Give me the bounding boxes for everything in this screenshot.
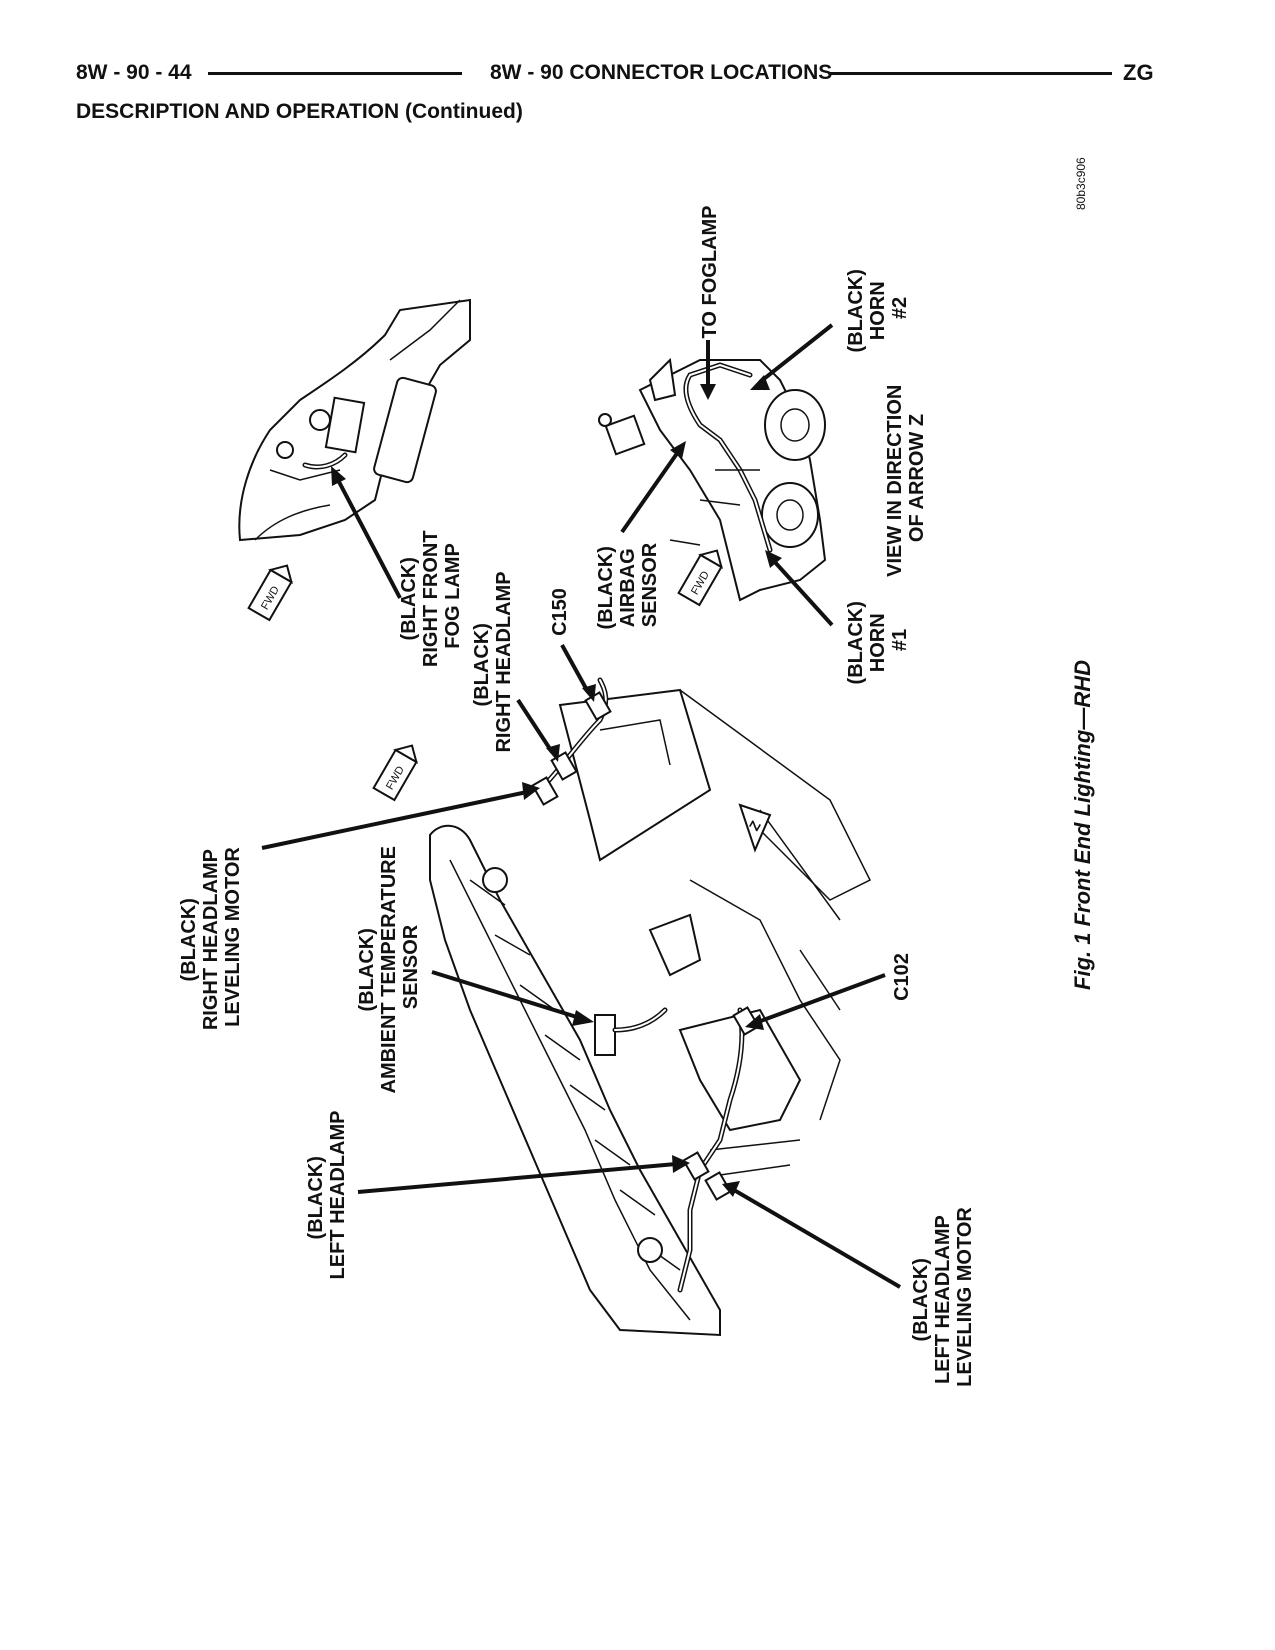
leader-left-headlamp-leveling: [732, 1188, 902, 1289]
leader-airbag: [620, 450, 680, 534]
leader-c102: [757, 973, 886, 1024]
label-line: #1: [889, 629, 911, 651]
leader-c150: [560, 644, 590, 693]
front-fascia-assembly: [429, 824, 721, 1337]
header-rule-left: [208, 72, 462, 75]
label-line: RIGHT HEADLAMP: [493, 571, 515, 752]
label-view-in-direction: VIEW IN DIRECTION OF ARROW Z: [884, 379, 928, 577]
label-line: FOG LAMP: [442, 543, 464, 649]
label-c102: C102: [891, 953, 913, 1001]
connector-left-headlamp-leveling: [704, 1171, 732, 1201]
main-harness-inner: [539, 679, 607, 791]
label-line: RIGHT HEADLAMP: [200, 849, 222, 1030]
label-line: #2: [889, 297, 911, 319]
arrowhead: [582, 684, 596, 702]
connector-right-headlamp-leveling: [531, 776, 559, 806]
label-line: RIGHT FRONT: [420, 530, 442, 667]
label-line: LEVELING MOTOR: [954, 1207, 976, 1387]
label-line: LEVELING MOTOR: [222, 847, 244, 1027]
arrowhead: [672, 1155, 690, 1173]
leader-ambient-temp: [431, 970, 581, 1020]
leader-horn-2: [758, 323, 834, 384]
label-line: (BLACK): [595, 546, 617, 629]
horn-detail: [598, 357, 827, 602]
arrowhead: [750, 375, 770, 390]
label-line: (BLACK): [356, 928, 378, 1011]
label-line: (BLACK): [305, 1156, 327, 1239]
label-ambient-temperature-sensor: (BLACK) AMBIENT TEMPERATURE SENSOR: [356, 841, 422, 1094]
fog-lamp-housing: [373, 376, 437, 484]
label-line: (BLACK): [845, 601, 867, 684]
leader-fog-lamp: [335, 477, 402, 599]
arrowhead: [572, 1010, 594, 1026]
label-line: HORN: [867, 613, 889, 672]
label-to-foglamp: TO FOGLAMP: [699, 206, 721, 339]
header-rule-right: [830, 72, 1112, 75]
arrowhead: [522, 782, 540, 800]
label-line: (BLACK): [845, 269, 867, 352]
label-line: LEFT HEADLAMP: [932, 1216, 954, 1385]
ambient-sensor-body: [594, 1014, 616, 1056]
leader-left-headlamp: [357, 1162, 677, 1194]
label-line: HORN: [867, 281, 889, 340]
label-line: OF ARROW Z: [906, 414, 928, 542]
arrow-z: Z: [738, 803, 772, 853]
arrowhead: [546, 744, 560, 762]
figure-caption: Fig. 1 Front End Lighting—RHD: [1070, 660, 1095, 990]
section-heading: DESCRIPTION AND OPERATION (Continued): [76, 100, 523, 123]
connector-left-headlamp: [682, 1151, 710, 1181]
label-line: AMBIENT TEMPERATURE: [378, 846, 400, 1093]
arrowhead: [670, 441, 686, 459]
label-line: VIEW IN DIRECTION: [884, 385, 906, 577]
leader-horn-1: [771, 558, 834, 627]
arrowhead: [331, 466, 346, 486]
label-airbag-sensor: (BLACK) AIRBAG SENSOR: [595, 541, 661, 630]
label-line: (BLACK): [471, 623, 493, 706]
image-code: 80b3c906: [1074, 157, 1088, 210]
fwd-tag-main: FWD: [372, 744, 418, 802]
label-right-headlamp-leveling-motor: (BLACK) RIGHT HEADLAMP LEVELING MOTOR: [178, 844, 244, 1030]
page-number: 8W - 90 - 44: [76, 61, 192, 84]
left-headlamp-bulb: [637, 1237, 663, 1263]
label-line: SENSOR: [400, 924, 422, 1009]
label-line: SENSOR: [639, 542, 661, 627]
section-title: 8W - 90 CONNECTOR LOCATIONS: [490, 61, 833, 84]
label-right-front-fog-lamp: (BLACK) RIGHT FRONT FOG LAMP: [398, 525, 464, 667]
leader-right-headlamp: [516, 698, 554, 754]
label-horn-2: (BLACK) HORN #2: [845, 264, 911, 353]
arrowhead: [700, 384, 716, 400]
right-headlamp-bulb: [482, 867, 508, 893]
horn-1-body: [761, 482, 819, 548]
label-line: (BLACK): [910, 1258, 932, 1341]
label-line: AIRBAG: [617, 548, 639, 627]
arrowhead: [745, 1014, 764, 1030]
label-line: LEFT HEADLAMP: [327, 1111, 349, 1280]
horn-2-body: [764, 389, 826, 461]
label-left-headlamp: (BLACK) LEFT HEADLAMP: [305, 1111, 349, 1280]
fog-lamp-detail: [238, 298, 471, 542]
model-code: ZG: [1123, 60, 1154, 85]
label-line: (BLACK): [398, 557, 420, 640]
sensor-harness-inner: [614, 1009, 666, 1031]
label-line: (BLACK): [178, 898, 200, 981]
label-c150: C150: [549, 588, 571, 636]
arrowhead: [765, 550, 782, 568]
fwd-tag-horn: FWD: [677, 549, 723, 607]
label-left-headlamp-leveling-motor: (BLACK) LEFT HEADLAMP LEVELING MOTOR: [910, 1207, 976, 1387]
arrowhead: [722, 1181, 740, 1197]
leader-right-headlamp-leveling: [261, 790, 528, 850]
label-horn-1: (BLACK) HORN #1: [845, 596, 911, 685]
label-right-headlamp: (BLACK) RIGHT HEADLAMP: [471, 571, 515, 752]
fwd-tag-fog: FWD: [247, 564, 293, 622]
airbag-sensor-body: [604, 414, 646, 456]
